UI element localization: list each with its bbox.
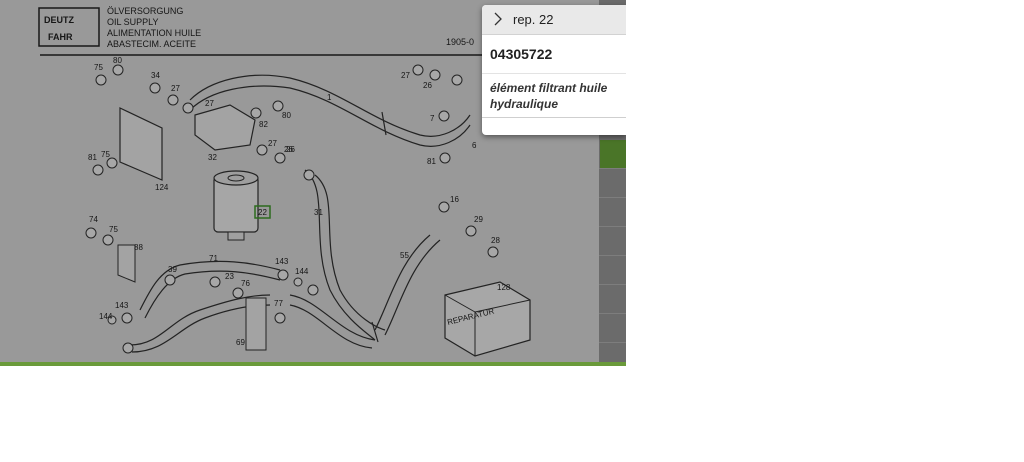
hose-lines bbox=[129, 74, 471, 353]
svg-text:144: 144 bbox=[99, 312, 113, 321]
repair-kit-box[interactable]: REPARATUR bbox=[444, 281, 531, 357]
svg-text:16: 16 bbox=[450, 195, 459, 204]
part-description: élément filtrant huile hydraulique bbox=[490, 81, 608, 111]
svg-text:75: 75 bbox=[94, 63, 103, 72]
svg-text:74: 74 bbox=[89, 215, 98, 224]
divider bbox=[482, 73, 626, 74]
title-line-4: ABASTECIM. ACEITE bbox=[107, 39, 196, 49]
title-line-2: OIL SUPPLY bbox=[107, 17, 159, 27]
oil-filter-part[interactable] bbox=[213, 170, 259, 241]
svg-text:31: 31 bbox=[314, 208, 323, 217]
bracket-part[interactable] bbox=[245, 297, 267, 351]
list-row[interactable] bbox=[599, 197, 626, 226]
parts-diagram-viewer[interactable]: DEUTZ FAHR ÖLVERSORGUNG OIL SUPPLY ALIME… bbox=[0, 0, 626, 366]
svg-text:22: 22 bbox=[258, 208, 267, 217]
svg-text:26: 26 bbox=[423, 81, 432, 90]
svg-text:27: 27 bbox=[171, 84, 180, 93]
svg-text:27: 27 bbox=[205, 99, 214, 108]
title-line-3: ALIMENTATION HUILE bbox=[107, 28, 201, 38]
svg-text:80: 80 bbox=[113, 56, 122, 65]
svg-text:55: 55 bbox=[400, 251, 409, 260]
highlighted-ref-22[interactable]: 22 bbox=[254, 205, 271, 219]
svg-text:81: 81 bbox=[88, 153, 97, 162]
list-row[interactable] bbox=[599, 226, 626, 255]
fittings bbox=[85, 64, 499, 354]
bottom-accent-bar bbox=[0, 362, 626, 366]
clip-part[interactable] bbox=[117, 244, 136, 283]
list-row[interactable] bbox=[599, 168, 626, 197]
popup-header[interactable]: rep. 22 bbox=[482, 5, 626, 35]
list-row[interactable] bbox=[599, 342, 626, 366]
part-info-popup: rep. 22 04305722 élément filtrant huile … bbox=[482, 5, 626, 135]
svg-text:88: 88 bbox=[134, 243, 143, 252]
svg-text:81: 81 bbox=[427, 157, 436, 166]
svg-text:124: 124 bbox=[155, 183, 169, 192]
svg-text:27: 27 bbox=[401, 71, 410, 80]
svg-text:FAHR: FAHR bbox=[48, 32, 73, 42]
svg-text:71: 71 bbox=[209, 254, 218, 263]
mounting-plate-part[interactable] bbox=[119, 107, 163, 181]
chevron-right-icon[interactable] bbox=[491, 12, 505, 26]
svg-text:DEUTZ: DEUTZ bbox=[44, 15, 74, 25]
svg-text:128: 128 bbox=[497, 283, 511, 292]
svg-text:143: 143 bbox=[115, 301, 129, 310]
svg-text:76: 76 bbox=[241, 279, 250, 288]
popup-ref-label: rep. 22 bbox=[513, 12, 554, 27]
svg-text:34: 34 bbox=[151, 71, 160, 80]
part-number-labels: 75 80 34 27 27 1 27 26 26 7 6 81 82 80 3… bbox=[88, 56, 511, 347]
svg-text:6: 6 bbox=[472, 141, 477, 150]
list-row[interactable] bbox=[599, 255, 626, 284]
deutz-fahr-logo: DEUTZ FAHR bbox=[38, 7, 100, 47]
svg-text:28: 28 bbox=[491, 236, 500, 245]
svg-text:7: 7 bbox=[430, 114, 435, 123]
part-number: 04305722 bbox=[490, 46, 553, 62]
svg-text:143: 143 bbox=[275, 257, 289, 266]
svg-text:144: 144 bbox=[295, 267, 309, 276]
exploded-parts-diagram[interactable]: DEUTZ FAHR ÖLVERSORGUNG OIL SUPPLY ALIME… bbox=[0, 0, 600, 362]
divider bbox=[482, 117, 626, 118]
svg-text:82: 82 bbox=[259, 120, 268, 129]
svg-text:27: 27 bbox=[268, 139, 277, 148]
diagram-code: 1905-0 bbox=[446, 37, 474, 47]
svg-text:75: 75 bbox=[101, 150, 110, 159]
svg-text:80: 80 bbox=[282, 111, 291, 120]
list-row[interactable] bbox=[599, 313, 626, 342]
svg-text:29: 29 bbox=[474, 215, 483, 224]
svg-text:32: 32 bbox=[208, 153, 217, 162]
svg-text:26: 26 bbox=[284, 145, 293, 154]
filter-head-part[interactable] bbox=[194, 104, 256, 151]
svg-text:39: 39 bbox=[168, 265, 177, 274]
title-line-1: ÖLVERSORGUNG bbox=[107, 6, 183, 16]
selected-row-indicator[interactable] bbox=[600, 140, 626, 168]
svg-text:77: 77 bbox=[274, 299, 283, 308]
list-row[interactable] bbox=[599, 284, 626, 313]
svg-text:69: 69 bbox=[236, 338, 245, 347]
svg-text:26: 26 bbox=[286, 145, 295, 154]
svg-text:23: 23 bbox=[225, 272, 234, 281]
svg-text:1: 1 bbox=[327, 93, 332, 102]
svg-text:75: 75 bbox=[109, 225, 118, 234]
